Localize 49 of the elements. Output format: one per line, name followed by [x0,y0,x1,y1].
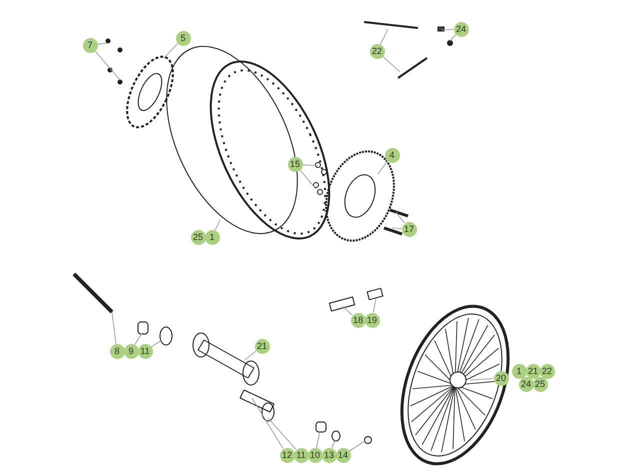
callout-number: 19 [364,312,380,328]
callout-number: 1 [512,364,526,378]
leader-line [382,56,400,72]
callout-number: 17 [402,222,416,236]
callout-number: 13 [322,448,336,462]
callout-number: 12 [280,448,294,462]
callout-number: 20 [494,370,508,386]
leader-line [331,440,336,448]
callout-number: 21 [254,338,270,354]
callout-number: 8 [110,344,124,358]
callout-number: 22 [370,44,384,58]
callout-number: 5 [176,30,190,46]
callout-number: 1 [204,230,220,244]
leader-line [150,340,162,348]
leader-line [134,332,142,345]
callout-number: 25 [190,230,206,244]
callout-number: 21 [526,364,540,378]
leader-line [164,43,178,58]
callout-number: 24 [518,376,534,392]
callout-number: 14 [336,448,350,462]
callout-number: 24 [454,22,468,36]
leader-line [94,50,120,80]
leader-line [214,220,220,231]
leader-line [302,164,318,166]
leader-line [244,350,257,360]
callout-number: 10 [308,448,322,462]
callout-number: 18 [350,312,366,328]
callout-number: 22 [540,364,554,378]
callout-number: 4 [384,148,400,162]
callout-number: 7 [82,38,98,52]
leader-line [392,228,402,229]
leader-line [470,378,494,380]
leader-line [316,430,320,448]
leader-line [268,418,296,450]
leader-line [450,34,456,42]
leader-line [396,212,405,224]
callout-number: 11 [138,344,152,358]
leader-line [97,42,108,45]
leader-line [112,312,116,344]
leader-line [299,169,316,190]
leader-line [348,440,366,452]
leader-line [252,398,284,449]
leader-line [442,29,454,30]
leader-line [378,160,388,174]
callout-number: 9 [124,344,138,358]
leader-line [372,298,376,313]
callout-number: 11 [294,448,308,462]
leader-line [380,28,388,45]
leader-line [342,306,353,316]
